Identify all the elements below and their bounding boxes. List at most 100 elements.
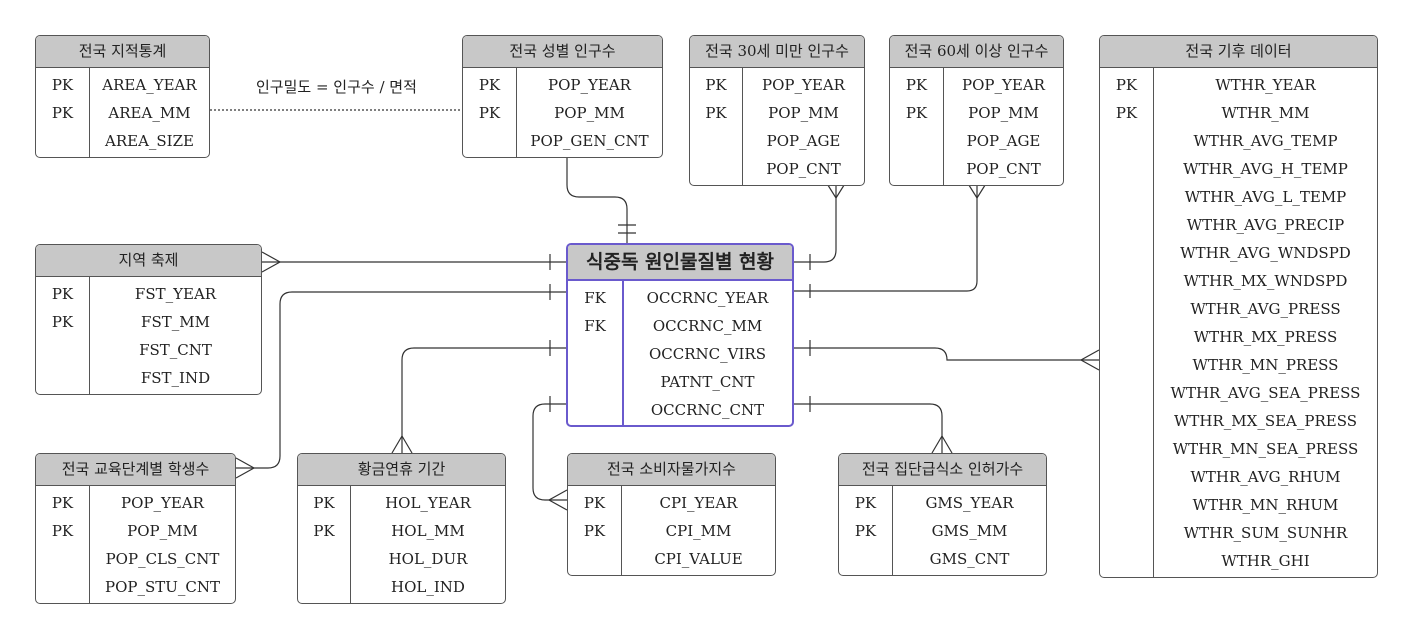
table-row[interactable]: WTHR_MN_PRESS xyxy=(1100,351,1377,379)
table-row[interactable]: CPI_VALUE xyxy=(568,545,775,573)
table-title: 전국 60세 이상 인구수 xyxy=(890,36,1063,68)
table-row[interactable]: WTHR_AVG_PRESS xyxy=(1100,295,1377,323)
field-name: CPI_MM xyxy=(665,522,732,540)
table-row[interactable]: WTHR_MN_RHUM xyxy=(1100,491,1377,519)
table-row[interactable]: POP_CNT xyxy=(690,155,864,183)
table-row[interactable]: WTHR_AVG_WNDSPD xyxy=(1100,239,1377,267)
field-name: WTHR_YEAR xyxy=(1215,76,1316,94)
column-divider xyxy=(89,486,90,603)
table-title: 전국 기후 데이터 xyxy=(1100,36,1377,68)
table-row[interactable]: HOL_DUR xyxy=(298,545,505,573)
table-row[interactable]: PATNT_CNT xyxy=(568,368,792,396)
field-name: OCCRNC_YEAR xyxy=(646,289,769,307)
relation-line xyxy=(401,347,566,453)
field-name: POP_MM xyxy=(968,104,1039,122)
table-row[interactable]: HOL_IND xyxy=(298,573,505,601)
field-name: WTHR_AVG_H_TEMP xyxy=(1183,160,1348,178)
relation-line xyxy=(566,153,628,243)
table-row[interactable]: POP_AGE xyxy=(690,127,864,155)
field-name: HOL_YEAR xyxy=(385,494,471,512)
column-divider xyxy=(89,68,90,157)
table-row[interactable]: AREA_SIZE xyxy=(36,127,209,155)
key-label: PK xyxy=(51,285,74,303)
field-name: WTHR_MX_PRESS xyxy=(1193,328,1338,346)
table-row[interactable]: POP_GEN_CNT xyxy=(463,127,662,155)
table-row[interactable]: POP_CLS_CNT xyxy=(36,545,235,573)
table-row[interactable]: WTHR_AVG_SEA_PRESS xyxy=(1100,379,1377,407)
table-row[interactable]: GMS_CNT xyxy=(839,545,1046,573)
field-name: FST_YEAR xyxy=(134,285,217,303)
field-name: POP_CNT xyxy=(766,160,841,178)
key-label: PK xyxy=(51,522,74,540)
table-row[interactable]: PK FST_YEAR xyxy=(36,280,261,308)
field-name: WTHR_AVG_PRECIP xyxy=(1186,216,1345,234)
table-row[interactable]: OCCRNC_VIRS xyxy=(568,340,792,368)
key-label: PK xyxy=(313,494,335,512)
table-row[interactable]: FST_IND xyxy=(36,364,261,392)
table-row[interactable]: OCCRNC_CNT xyxy=(568,396,792,424)
field-name: POP_MM xyxy=(768,104,839,122)
table-row[interactable]: WTHR_MX_PRESS xyxy=(1100,323,1377,351)
table-row[interactable]: FST_CNT xyxy=(36,336,261,364)
table-row[interactable]: WTHR_AVG_RHUM xyxy=(1100,463,1377,491)
table-title: 황금연휴 기간 xyxy=(298,454,505,486)
table-row[interactable]: PK HOL_YEAR xyxy=(298,489,505,517)
field-name: AREA_YEAR xyxy=(102,76,197,94)
table-row[interactable]: POP_CNT xyxy=(890,155,1063,183)
table-row[interactable]: POP_AGE xyxy=(890,127,1063,155)
field-name: POP_CNT xyxy=(966,160,1041,178)
column-divider xyxy=(943,68,944,185)
table-row[interactable]: WTHR_GHI xyxy=(1100,547,1377,575)
table-title: 전국 30세 미만 인구수 xyxy=(690,36,864,68)
table-row[interactable]: WTHR_MX_SEA_PRESS xyxy=(1100,407,1377,435)
table-row[interactable]: WTHR_MN_SEA_PRESS xyxy=(1100,435,1377,463)
field-name: WTHR_AVG_WNDSPD xyxy=(1180,244,1351,262)
field-name: POP_MM xyxy=(554,104,625,122)
column-divider xyxy=(350,486,351,603)
column-divider xyxy=(742,68,743,185)
table-row[interactable]: WTHR_AVG_PRECIP xyxy=(1100,211,1377,239)
field-name: WTHR_MX_SEA_PRESS xyxy=(1173,412,1358,430)
table-row[interactable]: POP_STU_CNT xyxy=(36,573,235,601)
table-row[interactable]: WTHR_AVG_TEMP xyxy=(1100,127,1377,155)
table-row[interactable]: WTHR_SUM_SUNHR xyxy=(1100,519,1377,547)
table-row[interactable]: WTHR_MX_WNDSPD xyxy=(1100,267,1377,295)
table-row[interactable]: WTHR_AVG_H_TEMP xyxy=(1100,155,1377,183)
table-row[interactable]: WTHR_AVG_L_TEMP xyxy=(1100,183,1377,211)
